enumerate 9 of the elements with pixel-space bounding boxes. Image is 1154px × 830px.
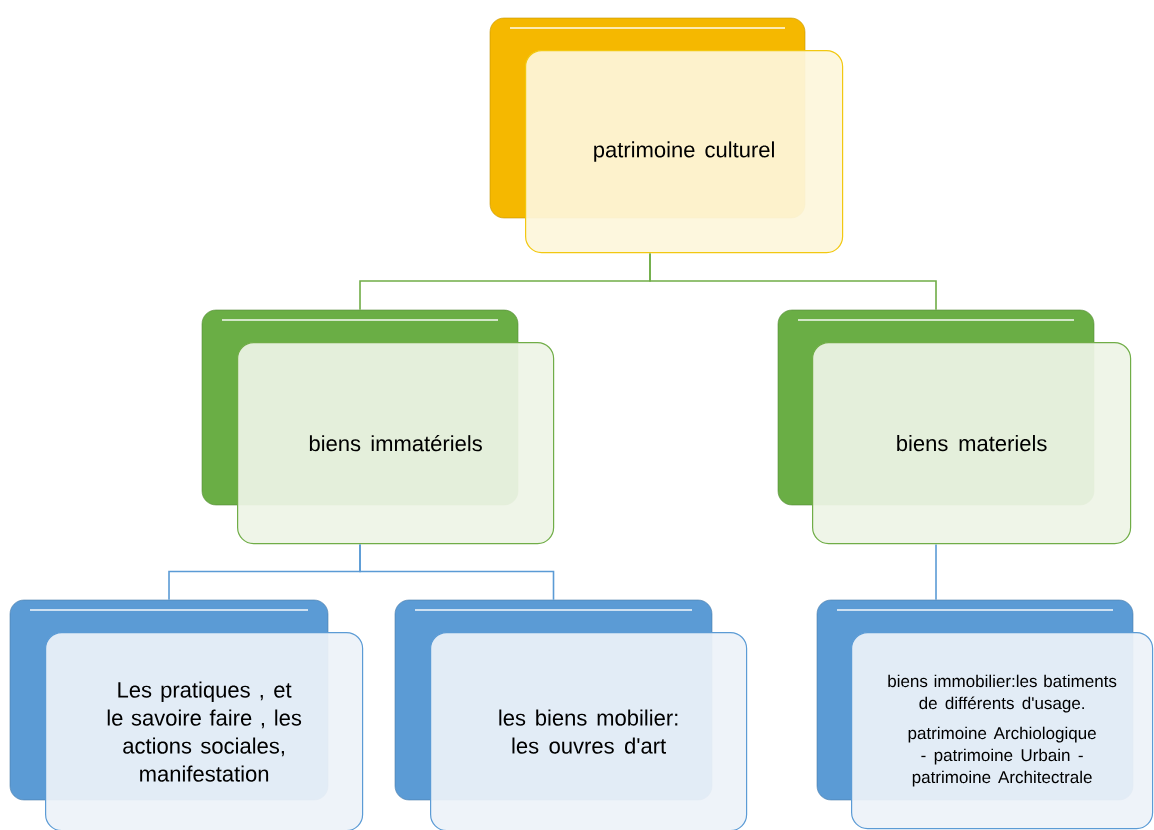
card-box: patrimoine culturel: [489, 17, 844, 254]
card-box: Les pratiques , et le savoire faire , les actions sociales, manifestation: [9, 599, 364, 830]
card-box: les biens mobilier: les ouvres d'art: [394, 599, 748, 830]
card-box: biens immatériels: [201, 309, 555, 545]
card-box: biens immobilier:les batiments de différents d'usage. patrimoine Archiologique - patrimoine Urbain - patrimoine Architectrale: [816, 599, 1154, 830]
connector: [359, 543, 555, 601]
connector: [935, 543, 937, 601]
connector: [649, 252, 937, 311]
card-box: biens materiels: [777, 309, 1132, 545]
